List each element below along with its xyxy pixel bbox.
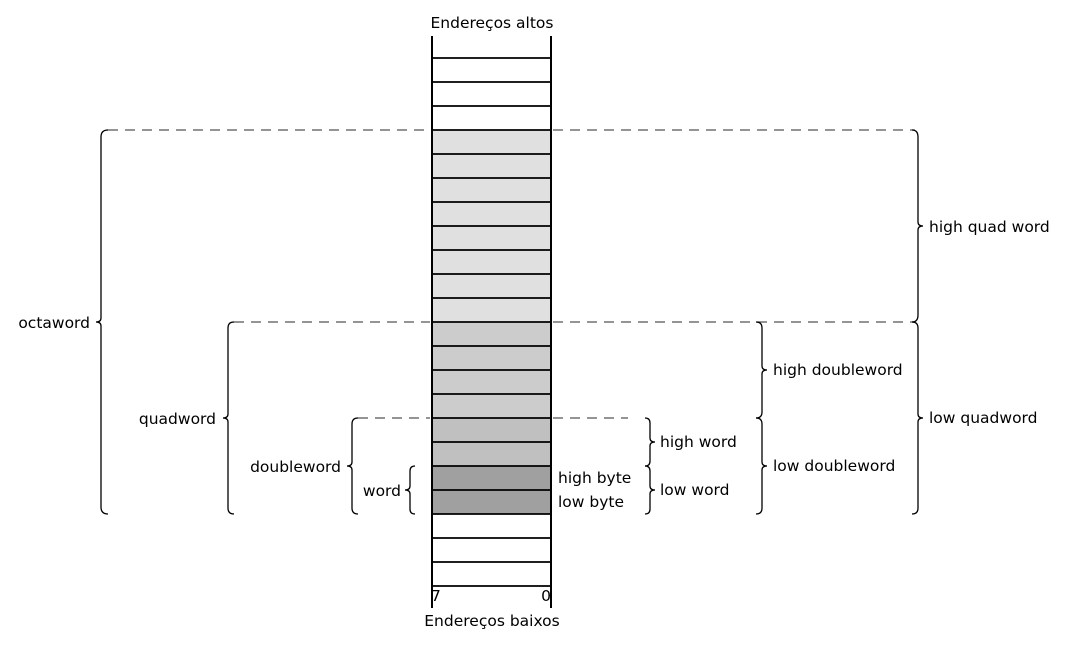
memory-byte-cell [432, 466, 551, 490]
memory-byte-cell [432, 250, 551, 274]
label-high-doubleword: high doubleword [773, 361, 903, 379]
label-high-word: high word [660, 433, 737, 451]
brace-high-quad-word [911, 129, 924, 323]
label-word: word [363, 482, 401, 500]
memory-byte-cell [432, 178, 551, 202]
brace-low-doubleword [755, 417, 768, 515]
memory-byte-cell [432, 418, 551, 442]
label-quadword: quadword [139, 410, 216, 428]
memory-byte-cell [432, 538, 551, 562]
brace-low-word [644, 465, 656, 515]
memory-byte-cell [432, 154, 551, 178]
label-low-word: low word [660, 481, 730, 499]
label-low-quadword: low quadword [929, 409, 1038, 427]
memory-byte-cell [432, 370, 551, 394]
memory-byte-cell [432, 394, 551, 418]
brace-octaword [95, 129, 109, 515]
bit-index-high: 7 [431, 587, 441, 605]
brace-doubleword [346, 417, 359, 515]
memory-byte-cell [432, 226, 551, 250]
label-high-byte: high byte [558, 469, 631, 487]
label-low-byte: low byte [558, 493, 624, 511]
label-octaword: octaword [18, 314, 90, 332]
memory-byte-cell [432, 82, 551, 106]
memory-byte-cell [432, 490, 551, 514]
memory-cells [432, 57, 551, 587]
memory-byte-cell [432, 298, 551, 322]
label-doubleword: doubleword [250, 458, 341, 476]
memory-byte-cell [432, 130, 551, 154]
memory-byte-cell [432, 202, 551, 226]
title-high-addresses: Endereços altos [430, 14, 553, 32]
bit-index-low: 0 [541, 587, 551, 605]
memory-byte-cell [432, 322, 551, 346]
memory-byte-cell [432, 58, 551, 82]
brace-low-quadword [911, 321, 924, 515]
dashed-guides [108, 129, 915, 419]
label-high-quad-word: high quad word [929, 218, 1050, 236]
brace-high-doubleword [755, 321, 768, 419]
memory-byte-cell [432, 514, 551, 538]
label-low-doubleword: low doubleword [773, 457, 895, 475]
brace-high-word [644, 417, 656, 467]
brace-quadword [222, 321, 235, 515]
memory-byte-cell [432, 106, 551, 130]
title-low-addresses: Endereços baixos [424, 612, 559, 630]
brace-word [404, 465, 416, 515]
memory-byte-cell [432, 346, 551, 370]
memory-byte-cell [432, 562, 551, 586]
memory-byte-cell [432, 274, 551, 298]
memory-byte-cell [432, 442, 551, 466]
